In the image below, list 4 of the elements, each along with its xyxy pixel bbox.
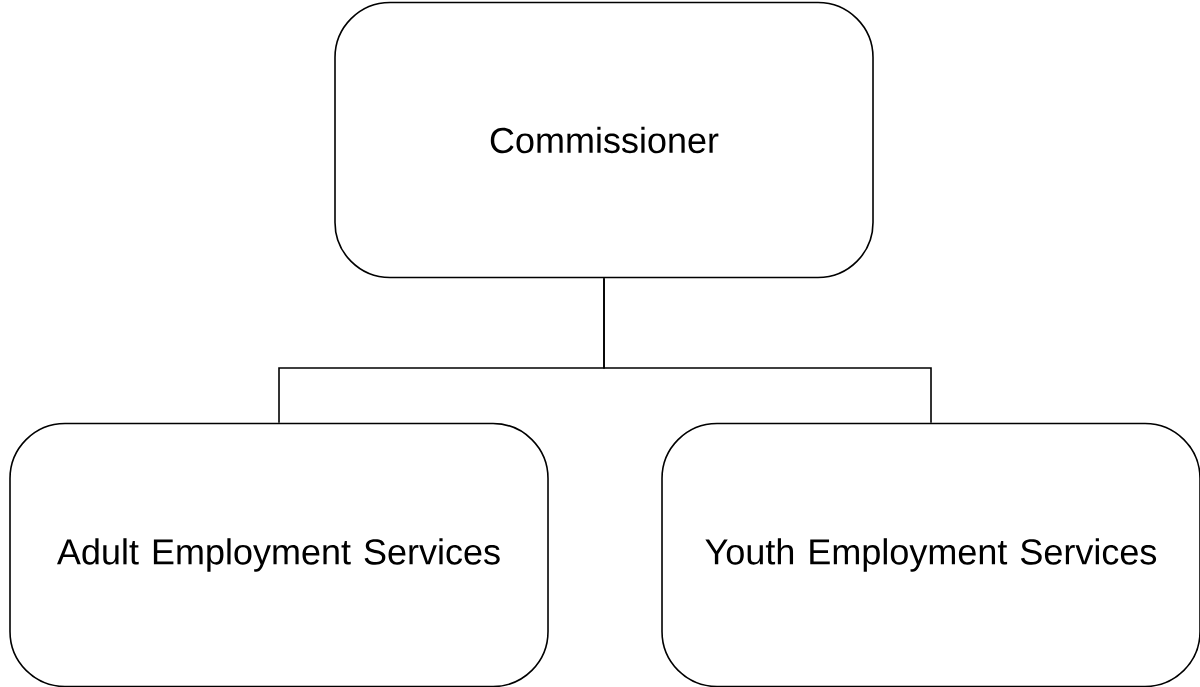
org-box: Youth Employment Services (661, 422, 1200, 687)
connector-line (603, 277, 932, 424)
org-box: Commissioner (334, 1, 874, 279)
org-box: Adult Employment Services (9, 422, 549, 687)
